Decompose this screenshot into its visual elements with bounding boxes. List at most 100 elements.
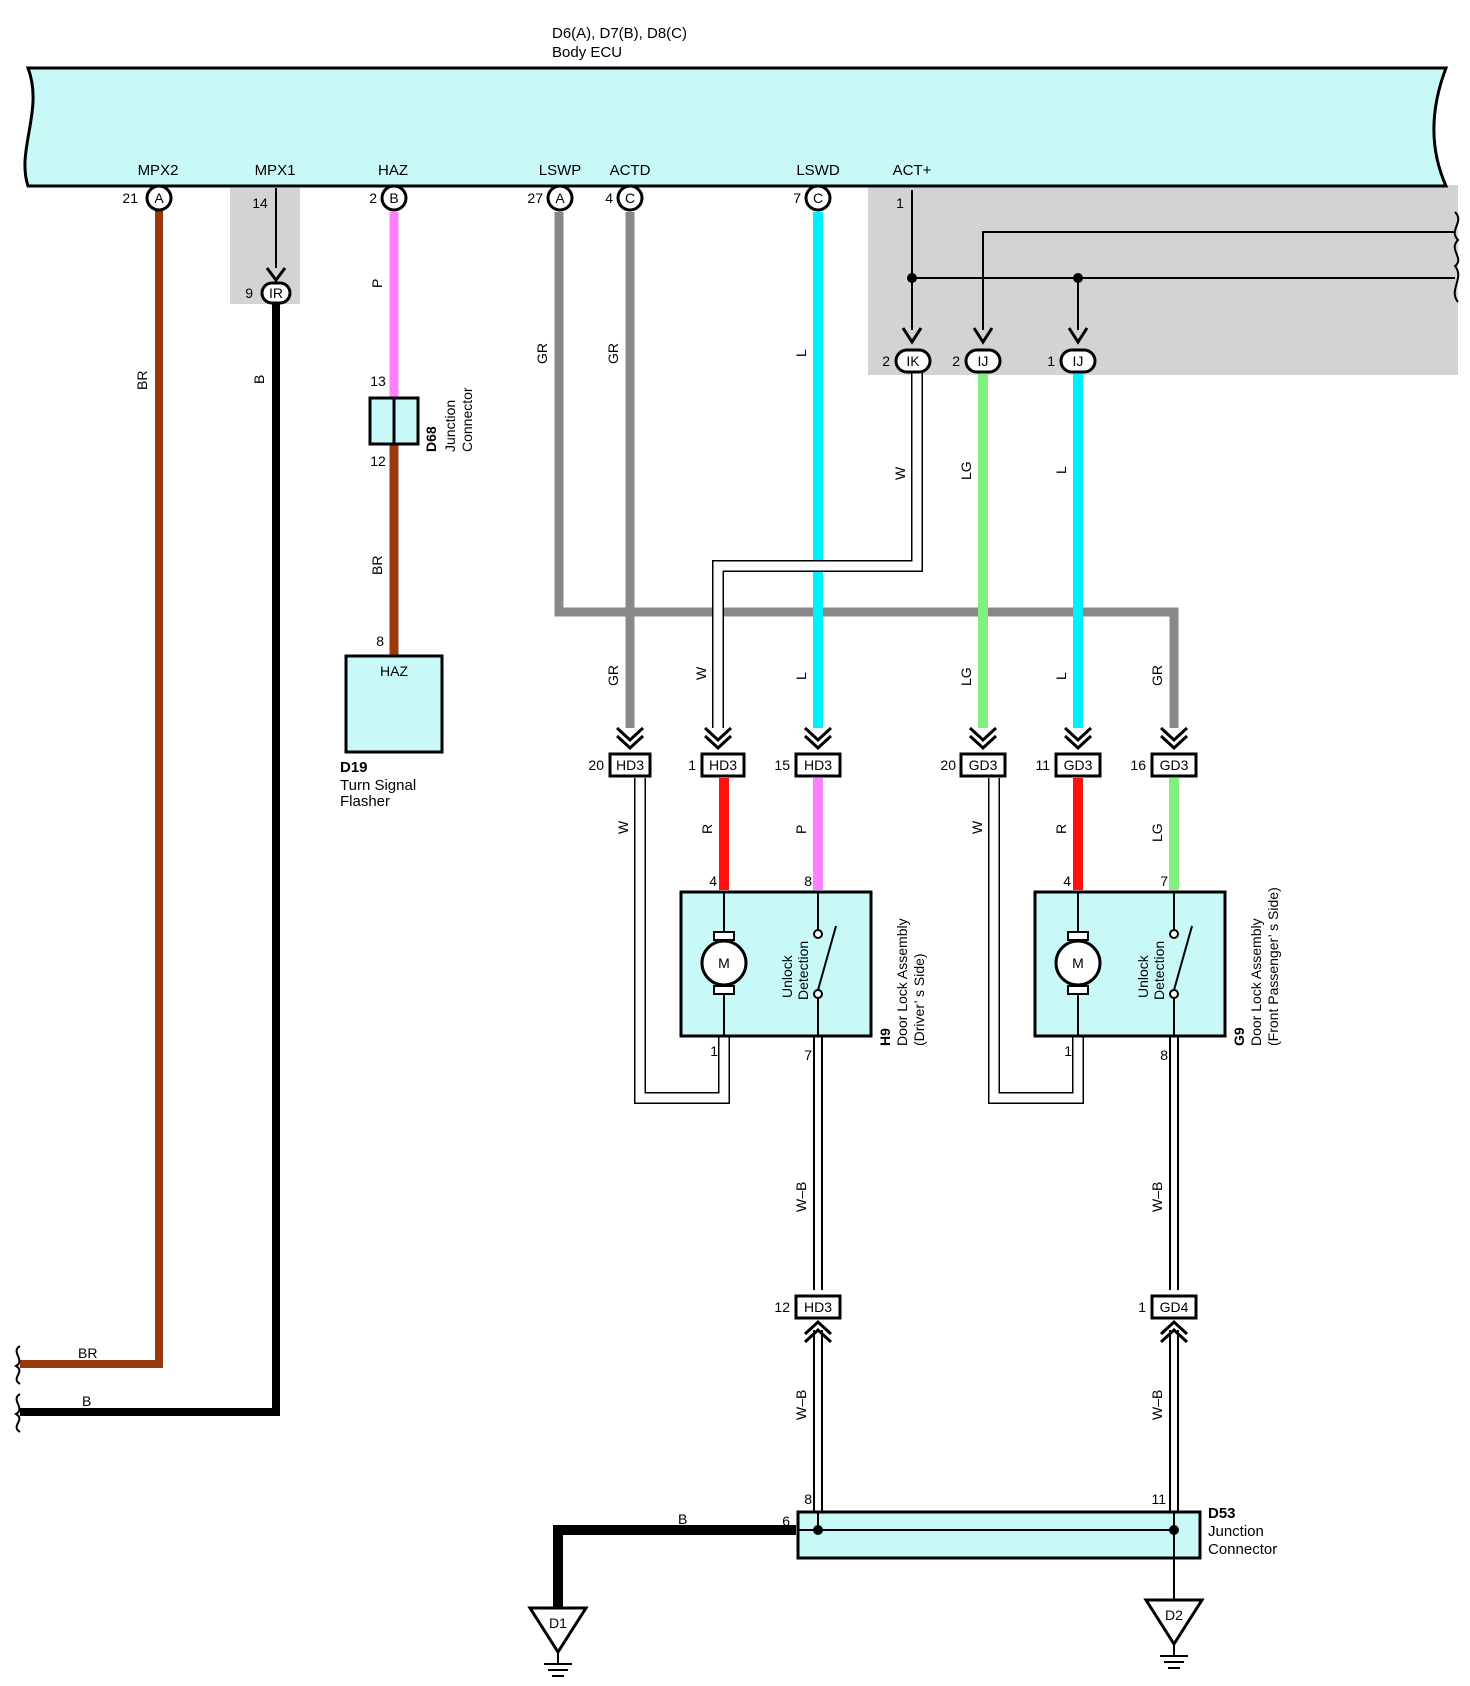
wire-ik-w: [713, 372, 922, 728]
svg-text:1: 1: [1064, 1043, 1072, 1059]
wire-label-gr: GR: [1149, 665, 1165, 686]
wire-label-gr: GR: [605, 665, 621, 686]
svg-text:7: 7: [793, 190, 801, 206]
connector-hd3-15: HD3 15: [774, 726, 842, 778]
svg-text:4: 4: [709, 873, 717, 889]
ecu-pin-mpx2: A 21: [122, 184, 173, 212]
svg-text:HD3: HD3: [616, 757, 644, 773]
motor-icon: [1054, 939, 1102, 987]
svg-text:Junction: Junction: [1208, 1523, 1264, 1540]
svg-text:11: 11: [1151, 1491, 1166, 1507]
svg-text:GD3: GD3: [1160, 757, 1189, 773]
wire-label-l: L: [793, 672, 809, 680]
wire-label-wb: W–B: [1149, 1182, 1165, 1212]
connector-hd3-1: HD3 1: [688, 726, 746, 778]
ecu-pin-mpx1: 14: [252, 195, 268, 211]
ecu-pin-act-plus: 1: [896, 195, 904, 211]
wire-label-b: B: [82, 1393, 91, 1409]
svg-text:B: B: [389, 190, 398, 206]
connector-hd3-20: HD3 20: [588, 726, 652, 778]
wire-label-br: BR: [134, 371, 150, 390]
connector-gd3-20: GD3 20: [940, 726, 1007, 778]
d53-junction-connector: 6 8 11 D53 Junction Connector: [782, 1491, 1277, 1560]
svg-text:Door Lock Assembly: Door Lock Assembly: [1248, 918, 1264, 1046]
wire-break-right: [1453, 211, 1460, 303]
terminal-mpx2: MPX2: [138, 162, 179, 179]
ecu-pin-lswd: C 7: [793, 184, 832, 212]
terminal-lswd: LSWD: [796, 162, 840, 179]
wire-label-p: P: [369, 279, 385, 288]
svg-text:Flasher: Flasher: [340, 793, 390, 810]
connector-ik: IK 2: [882, 327, 932, 374]
svg-text:A: A: [154, 190, 164, 206]
ecu-pin-haz: B 2: [369, 184, 408, 212]
svg-text:1: 1: [1138, 1299, 1146, 1315]
switch-icon: [817, 925, 837, 991]
svg-text:Turn Signal: Turn Signal: [340, 777, 416, 794]
connector-gd3-11: GD3 11: [1035, 726, 1102, 778]
svg-text:G9: G9: [1231, 1027, 1247, 1046]
svg-text:11: 11: [1035, 757, 1050, 773]
switch-icon: [1173, 925, 1193, 991]
connector-gd3-16: GD3 16: [1130, 726, 1198, 778]
ecu-pin-lswp: A 27: [527, 184, 574, 212]
svg-text:D19: D19: [340, 759, 368, 776]
svg-text:D2: D2: [1165, 1607, 1183, 1623]
wire-break-left: [14, 1345, 21, 1385]
svg-text:15: 15: [774, 757, 790, 773]
svg-text:9: 9: [245, 285, 253, 301]
connector-ir: IR 9: [245, 267, 292, 305]
wire-label-r: R: [699, 824, 715, 834]
connector-gd4-1: GD4 1: [1138, 1294, 1198, 1344]
svg-text:M: M: [1072, 955, 1084, 971]
svg-text:12: 12: [370, 453, 386, 469]
svg-text:4: 4: [1063, 873, 1071, 889]
wire-label-r: R: [1053, 824, 1069, 834]
svg-text:IK: IK: [906, 353, 920, 369]
wire-label-w: W: [892, 466, 908, 480]
act-shade: [868, 185, 1458, 375]
ecu-name: Body ECU: [552, 44, 622, 61]
svg-text:D53: D53: [1208, 1505, 1236, 1522]
svg-text:D1: D1: [549, 1615, 567, 1631]
svg-text:A: A: [555, 190, 565, 206]
svg-text:21: 21: [122, 190, 138, 206]
svg-text:GD4: GD4: [1160, 1299, 1189, 1315]
wire-label-br: BR: [369, 556, 385, 575]
d68-junction-connector: 13 12 D68 Junction Connector: [368, 373, 475, 469]
wire-label-l: L: [1053, 672, 1069, 680]
motor-icon: [700, 939, 748, 987]
junction-dot: [1073, 273, 1083, 283]
wire-label-lg: LG: [1149, 823, 1165, 842]
connector-ij-b: IJ 1: [1047, 327, 1097, 374]
body-ecu-box: [23, 66, 1449, 188]
svg-text:6: 6: [782, 1513, 790, 1529]
wire-mpx2-br: [20, 198, 163, 1368]
svg-text:(Driver’ s Side): (Driver’ s Side): [911, 953, 927, 1046]
svg-text:Unlock: Unlock: [779, 954, 795, 998]
wire-h9-w: [635, 778, 729, 1103]
svg-text:20: 20: [588, 757, 604, 773]
svg-text:D68: D68: [423, 426, 439, 452]
terminal-actd: ACTD: [610, 162, 651, 179]
svg-text:7: 7: [1160, 873, 1168, 889]
wire-label-l: L: [793, 349, 809, 357]
wire-label-w: W: [969, 820, 985, 834]
terminal-mpx1: MPX1: [255, 162, 296, 179]
ground-d2: D2: [1143, 1598, 1205, 1669]
terminal-lswp: LSWP: [539, 162, 582, 179]
wire-label-p: P: [793, 825, 809, 834]
svg-text:C: C: [813, 190, 823, 206]
svg-text:Junction: Junction: [442, 400, 458, 452]
g9-door-lock-assembly: M Unlock Detection 4 7 1 8 G9 Door Lock …: [1033, 873, 1281, 1063]
svg-text:GD3: GD3: [969, 757, 998, 773]
wire-label-gr: GR: [534, 343, 550, 364]
junction-dot: [907, 273, 917, 283]
wire-label-wb: W–B: [1149, 1390, 1165, 1420]
wire-act-branch-2: [982, 231, 1455, 330]
svg-text:H9: H9: [877, 1028, 893, 1046]
ground-d1: D1: [527, 1606, 589, 1677]
svg-text:C: C: [625, 190, 635, 206]
wire-label-gr: GR: [605, 343, 621, 364]
